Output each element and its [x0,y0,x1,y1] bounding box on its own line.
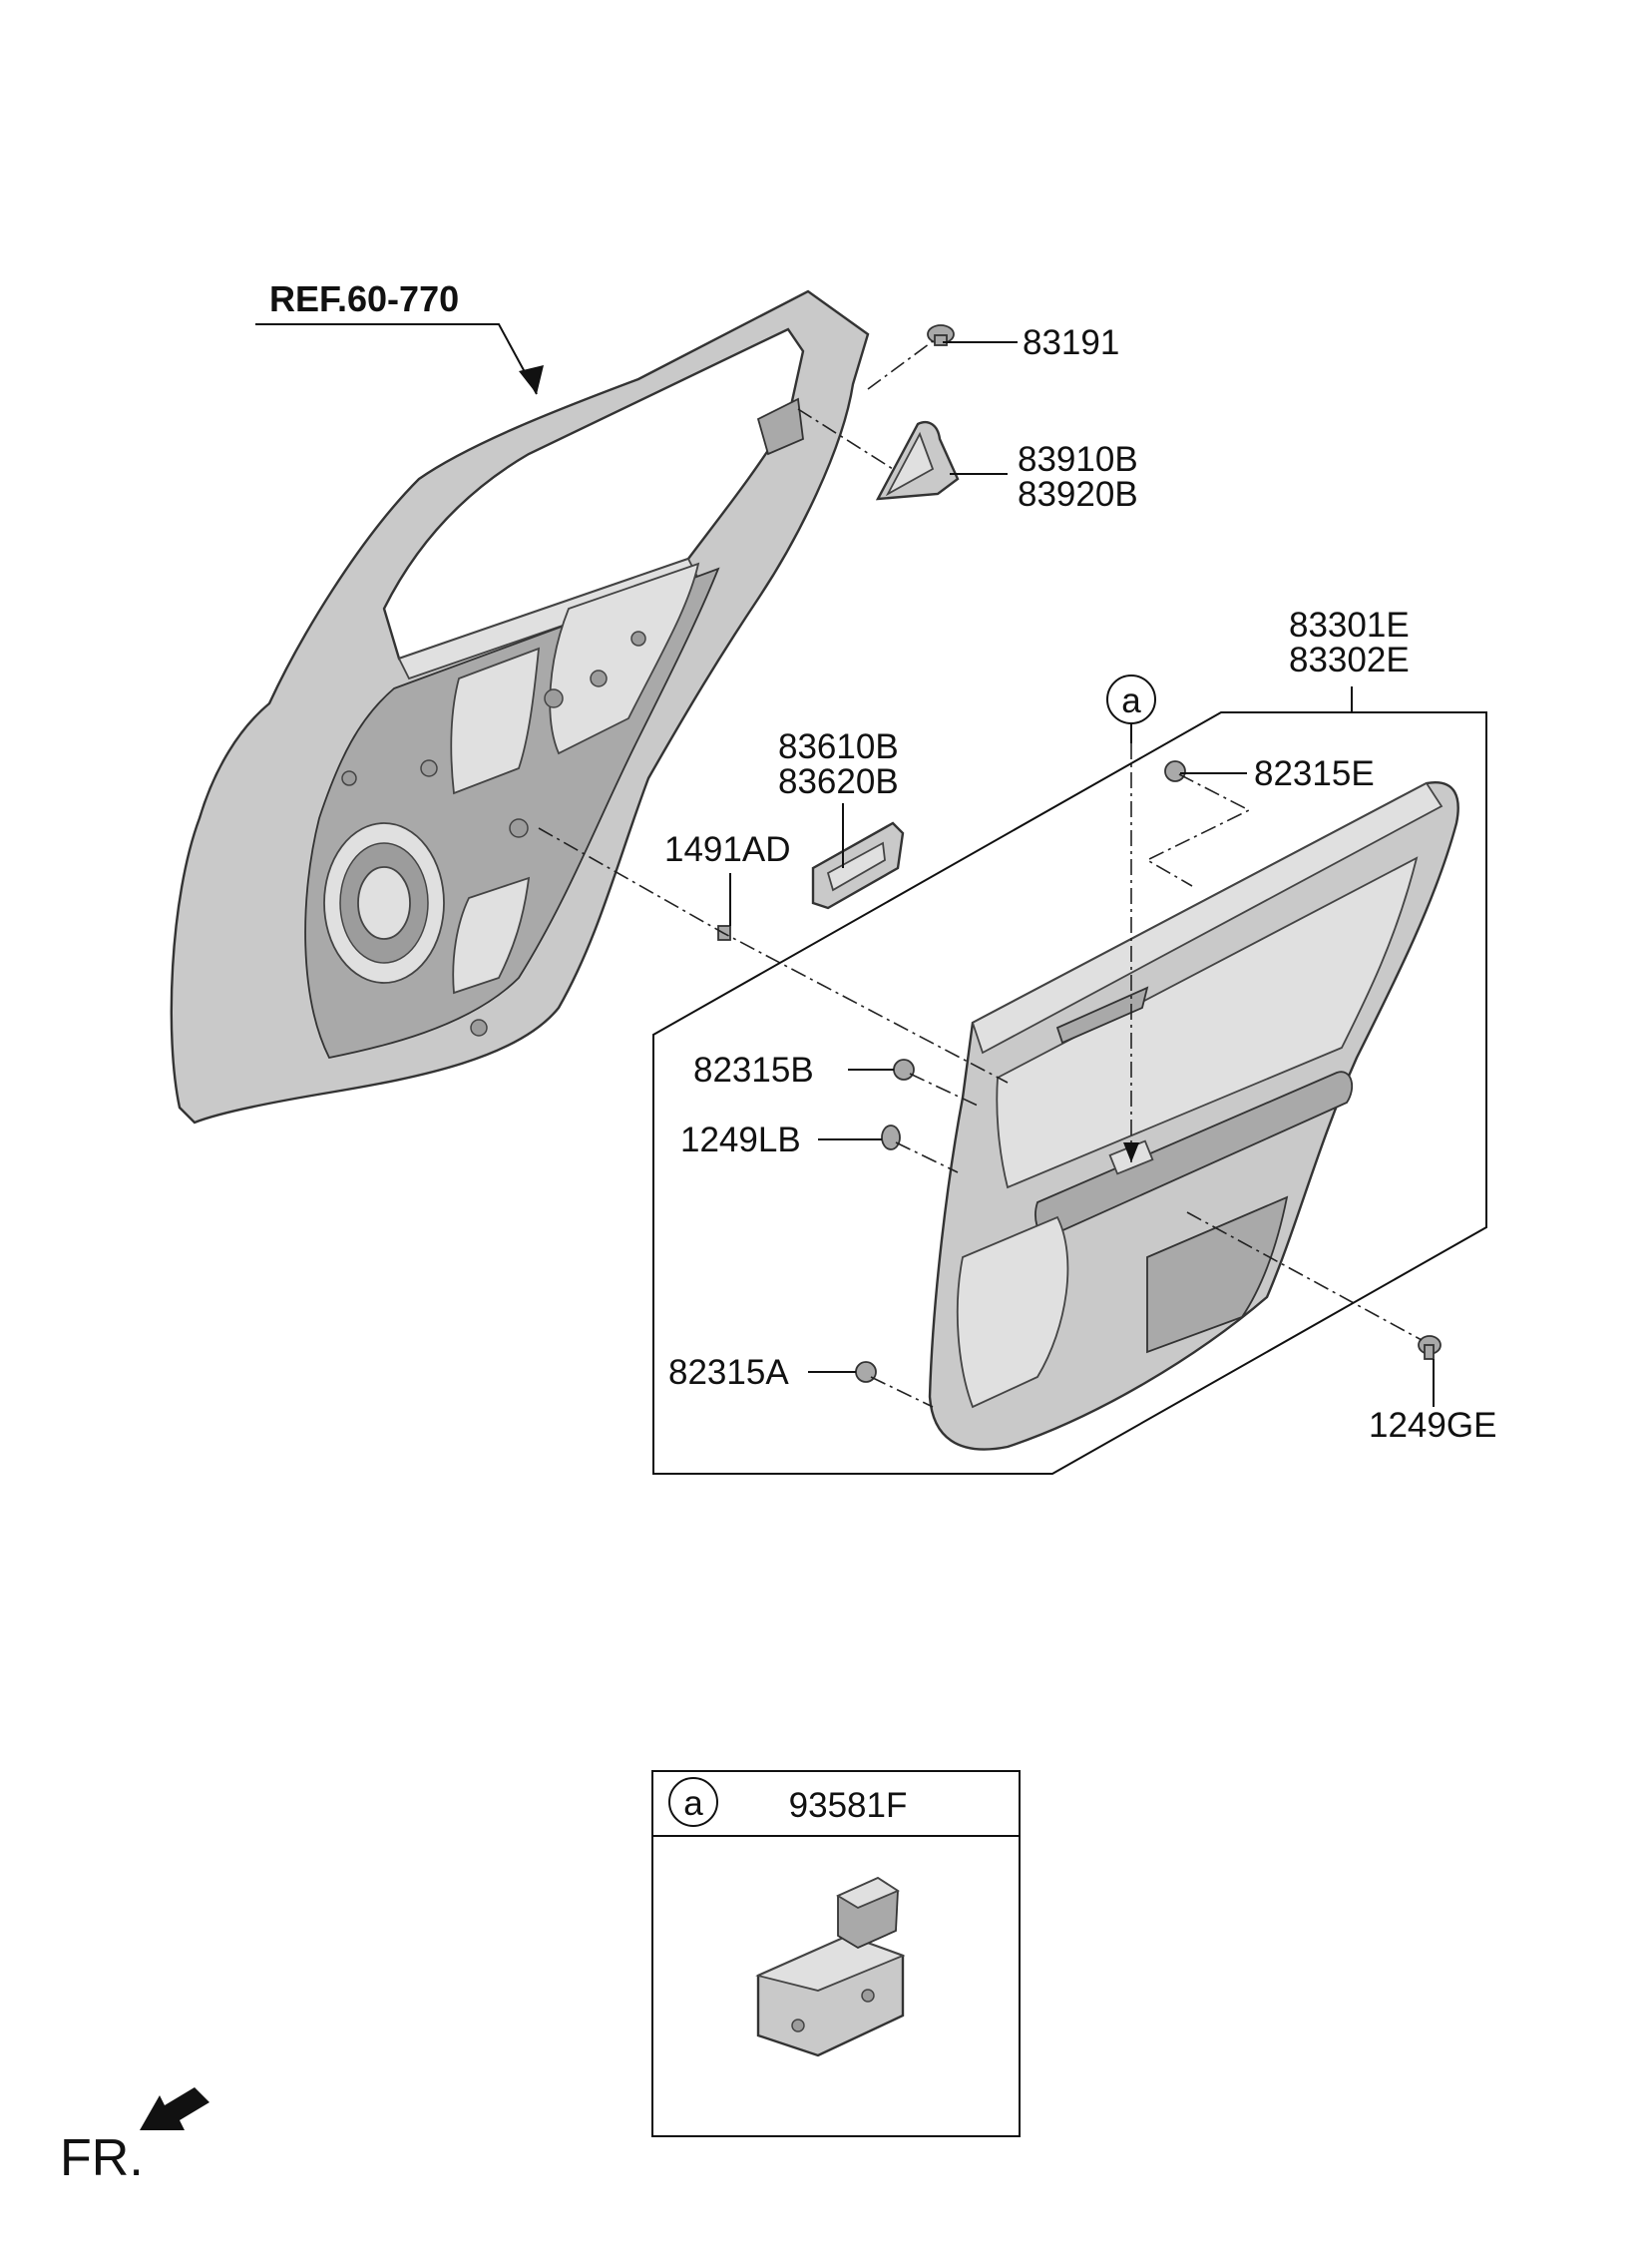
inside-handle-illustration [811,821,905,910]
fastener-1249GE-icon [1418,1335,1442,1360]
front-direction-label: FR. [60,2129,144,2187]
fastener-82315B-icon [893,1059,915,1081]
window-switch-illustration [755,1876,906,2057]
front-arrow-icon [140,2087,209,2130]
clip-83191-illustration [927,324,955,346]
label-1249GE: 1249GE [1369,1406,1496,1445]
door-frame-illustration [170,289,870,1125]
detail-box: a 93581F [651,1770,1021,2137]
label-83910B: 83910B [1018,440,1138,479]
label-82315A: 82315A [668,1353,789,1392]
reference-label: REF.60-770 [269,278,459,319]
callout-circle [1106,675,1156,724]
fastener-1249LB-icon [881,1125,901,1150]
mirror-cover-illustration [875,420,960,501]
label-1491AD: 1491AD [664,830,790,869]
panel-assembly-frame [652,711,1487,1475]
assembly-lines [538,340,1423,1408]
label-83191: 83191 [1023,323,1119,362]
callout-arrow-icon [1123,1142,1139,1162]
detail-box-letter: a [683,1784,703,1823]
label-83301E: 83301E [1289,606,1410,645]
front-direction-indicator: FR. [60,2087,209,2187]
fastener-82315A-icon [855,1361,877,1383]
ref-arrow-icon [519,365,544,394]
label-1249LB: 1249LB [680,1121,801,1159]
label-83302E: 83302E [1289,641,1410,679]
callout-letter: a [1121,681,1141,720]
label-82315E: 82315E [1254,754,1375,793]
door-trim-panel-illustration [928,781,1459,1451]
detail-box-part-number: 93581F [789,1786,908,1825]
detail-box-letter-circle [668,1777,718,1827]
fastener-82315E-icon [1164,760,1186,782]
label-82315B: 82315B [693,1051,814,1090]
label-83620B: 83620B [778,762,899,801]
label-83610B: 83610B [778,727,899,766]
label-83920B: 83920B [1018,475,1138,514]
